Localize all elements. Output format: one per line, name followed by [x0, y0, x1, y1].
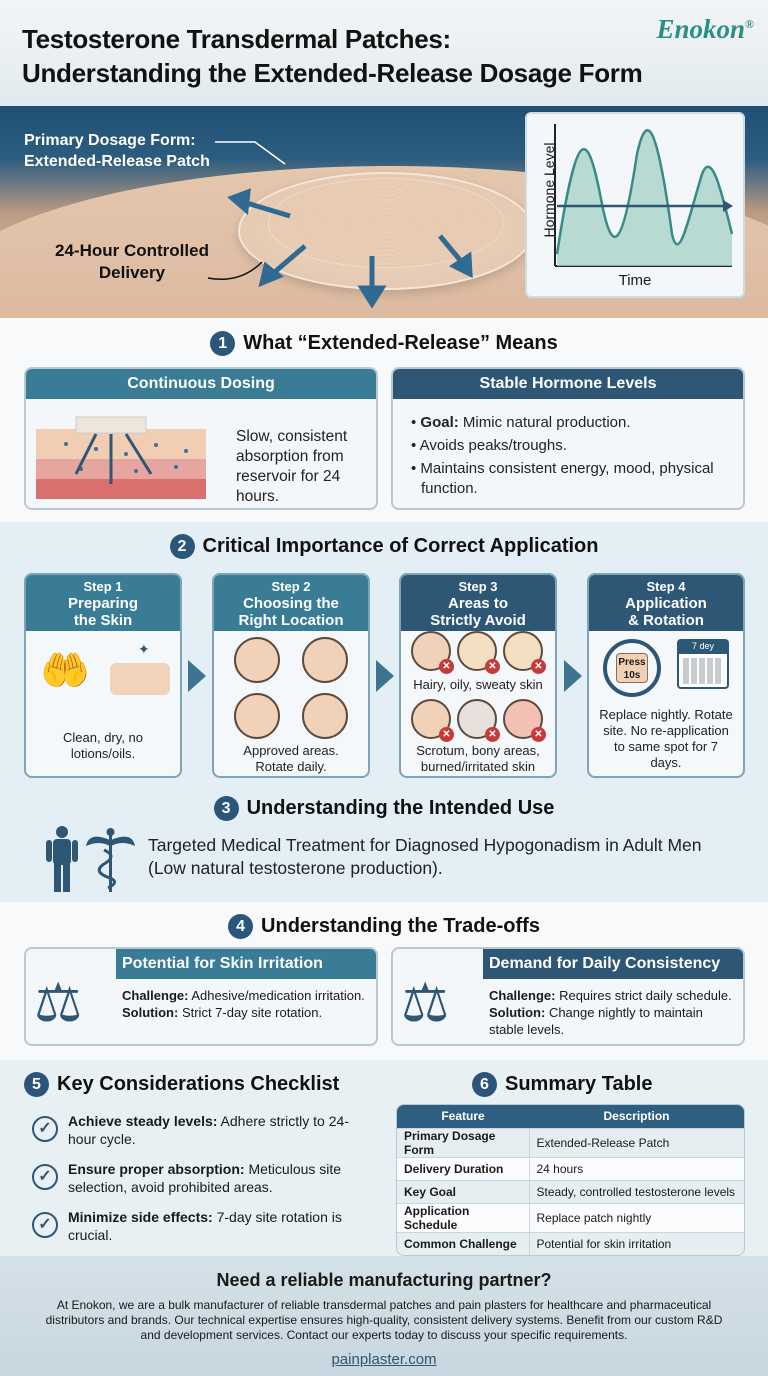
checklist-item: ✓Minimize side effects: 7-day site rotat…: [32, 1208, 352, 1244]
arrow-right-icon: [564, 660, 582, 692]
website-link[interactable]: painplaster.com: [331, 1351, 437, 1368]
bullet-item: • Avoids peaks/troughs.: [411, 437, 567, 454]
chart-y-label: Hormone Level: [541, 142, 557, 238]
hormone-wave-icon: [554, 124, 734, 267]
scrotum-icon: [411, 699, 451, 739]
release-arrows-icon: [207, 141, 473, 309]
scale-icon: ⚖: [401, 973, 450, 1033]
card-title: Stable Hormone Levels: [393, 369, 743, 399]
page-title: Testosterone Transdermal Patches: Unders…: [22, 24, 643, 88]
skin-layers-icon: [36, 416, 206, 499]
card-title: Continuous Dosing: [26, 369, 376, 399]
logo: Enokon®: [656, 14, 754, 44]
clean-skin-icon: [110, 663, 170, 695]
check-icon: ✓: [32, 1164, 58, 1190]
header: Testosterone Transdermal Patches: Unders…: [0, 0, 768, 106]
checklist-item: ✓Achieve steady levels: Adhere strictly …: [32, 1112, 352, 1148]
bullet-list: • Goal: Mimic natural production. • Avoi…: [411, 413, 731, 499]
x-mark-icon: ✕: [531, 727, 546, 742]
x-mark-icon: ✕: [439, 727, 454, 742]
checklist: ✓Achieve steady levels: Adhere strictly …: [32, 1112, 352, 1244]
tradeoff-card: ⚖ Demand for Daily Consistency Challenge…: [391, 947, 745, 1046]
bullet-item: • Maintains consistent energy, mood, phy…: [411, 460, 714, 497]
footer-text: At Enokon, we are a bulk manufacturer of…: [45, 1298, 723, 1342]
checklist-item: ✓Ensure proper absorption: Meticulous si…: [32, 1160, 352, 1196]
chart-x-label: Time: [618, 272, 652, 289]
sparkle-icon: ✦: [138, 641, 150, 657]
hormone-level-chart: Hormone Level Time: [525, 112, 745, 298]
patch-reservoir: [268, 178, 504, 268]
upper-arm-area-icon: [302, 693, 348, 739]
scale-icon: ⚖: [34, 973, 83, 1033]
calendar-icon: 7 dey: [677, 639, 729, 689]
continuous-dosing-card: Continuous Dosing Slow, consistent absor…: [24, 367, 378, 510]
x-mark-icon: ✕: [485, 727, 500, 742]
check-icon: ✓: [32, 1212, 58, 1238]
irritated-skin-icon: [503, 699, 543, 739]
buttock-area-icon: [234, 693, 280, 739]
abdomen-area-icon: [302, 637, 348, 683]
stable-levels-card: Stable Hormone Levels • Goal: Mimic natu…: [391, 367, 745, 510]
back-area-icon: [234, 637, 280, 683]
hand-washing-icon: 🤲: [40, 649, 90, 693]
check-icon: ✓: [32, 1116, 58, 1142]
x-mark-icon: ✕: [439, 659, 454, 674]
patient-caduceus-icon: [46, 826, 135, 892]
footer: Need a reliable manufacturing partner? A…: [0, 1256, 768, 1376]
bullet-item: • Goal: Mimic natural production.: [411, 414, 631, 431]
tradeoff-card: ⚖ Potential for Skin Irritation Challeng…: [24, 947, 378, 1046]
dosage-form-label: Primary Dosage Form: Extended-Release Pa…: [24, 132, 210, 170]
arrow-right-icon: [188, 660, 206, 692]
x-mark-icon: ✕: [485, 659, 500, 674]
arrow-right-icon: [376, 660, 394, 692]
x-mark-icon: ✕: [531, 659, 546, 674]
footer-title: Need a reliable manufacturing partner?: [216, 1270, 552, 1290]
delivery-label: 24-Hour Controlled Delivery: [55, 241, 209, 282]
